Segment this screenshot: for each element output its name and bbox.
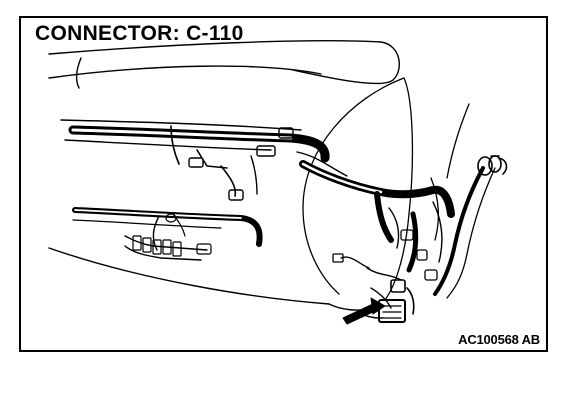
figure-frame: CONNECTOR: C-110 AC100568 AB	[19, 16, 548, 352]
upper-wiring-harness	[60, 119, 330, 201]
connector-pointer-arrow	[342, 297, 386, 325]
lower-wiring-harness	[72, 207, 263, 261]
harness-grommet	[477, 155, 508, 176]
side-wiring-harness	[430, 103, 496, 299]
dashboard-panel	[48, 40, 401, 311]
connector-title: CONNECTOR: C-110	[35, 22, 244, 45]
connector-c-110	[360, 279, 415, 323]
glove-box-lid	[302, 77, 414, 301]
dashboard-harness-illustration	[48, 40, 508, 325]
center-wiring-harness	[296, 151, 455, 281]
figure-code: AC100568 AB	[458, 332, 540, 347]
